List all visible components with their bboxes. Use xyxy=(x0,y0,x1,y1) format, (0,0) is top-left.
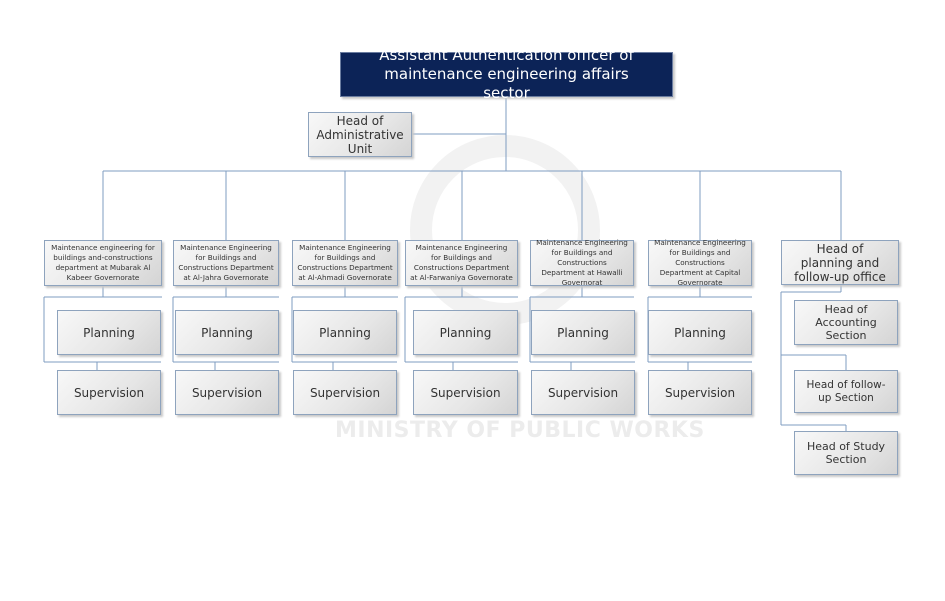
department-box: Maintenance Engineering for Buildings an… xyxy=(648,238,752,287)
department-box: Maintenance Engineering for Buildings an… xyxy=(173,240,279,286)
study-section-box: Head of Study Section xyxy=(794,431,898,475)
supervision-box: Supervision xyxy=(648,370,752,415)
accounting-section-box: Head of Accounting Section xyxy=(794,300,898,345)
planning-box: Planning xyxy=(57,310,161,355)
supervision-box: Supervision xyxy=(175,370,279,415)
planning-box: Planning xyxy=(413,310,518,355)
department-box: Maintenance Engineering for Buildings an… xyxy=(405,240,518,286)
admin-unit-box: Head of Administrative Unit xyxy=(308,112,412,157)
planning-box: Planning xyxy=(293,310,397,355)
supervision-box: Supervision xyxy=(57,370,161,415)
planning-box: Planning xyxy=(175,310,279,355)
supervision-box: Supervision xyxy=(531,370,635,415)
top-officer-box: Assistant Authentication officer of main… xyxy=(340,46,673,102)
department-box: Maintenance Engineering for Buildings an… xyxy=(530,238,634,287)
follow-up-section-box: Head of follow-up Section xyxy=(794,370,898,413)
department-box: Maintenance engineering for buildings an… xyxy=(44,240,162,286)
planning-box: Planning xyxy=(531,310,635,355)
planning-office-box: Head of planning and follow-up office xyxy=(781,240,899,285)
planning-box: Planning xyxy=(648,310,752,355)
watermark-text: MINISTRY OF PUBLIC WORKS xyxy=(335,418,705,443)
supervision-box: Supervision xyxy=(293,370,397,415)
department-box: Maintenance Engineering for Buildings an… xyxy=(292,240,398,286)
supervision-box: Supervision xyxy=(413,370,518,415)
